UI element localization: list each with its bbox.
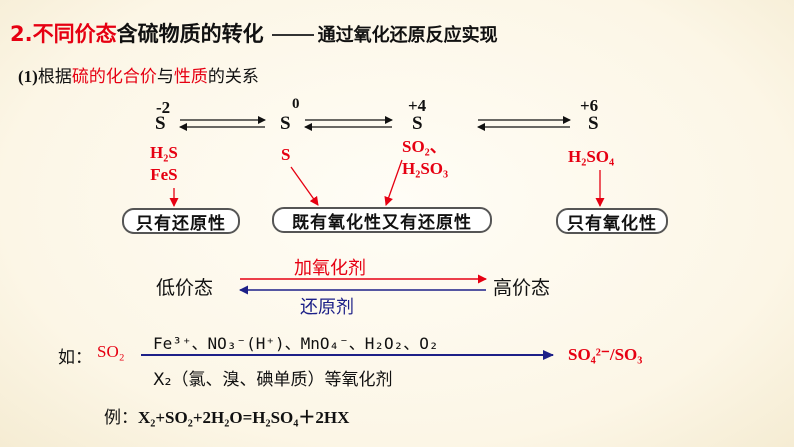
title-main: 含硫物质的转化 [116,22,264,46]
species-h2so3: H₂SO₃ [402,159,449,178]
reductant-label: 还原剂 [300,297,354,318]
species-minus-2: H₂S FeS [150,142,178,186]
section-highlight-property: 性质 [173,67,208,87]
property-box-reducing: 只有还原性 [122,208,240,234]
pointer-both-from-so2 [384,159,403,206]
property-box-both: 既有氧化性又有还原性 [272,207,492,233]
equation-example: 例：X₂+SO₂+2H₂O=H₂SO₄＋2HX [104,403,349,428]
valence-zero: 0 [292,96,300,112]
pointer-both-from-s [290,166,319,206]
species-so2: SO₂、 [402,137,447,156]
title-subtitle: 通过氧化还原反应实现 [317,25,498,46]
example-prefix: 如： [58,348,92,368]
section-text-3: 的关系 [207,67,259,87]
section-text-1: 根据 [37,67,72,87]
sulfur-symbol-plus-4: S [412,113,423,134]
valence-plus-6: +6 [580,96,599,115]
product-sulfate: SO₄²⁻/SO₃ [568,345,643,364]
slide-title: 2.不同价态含硫物质的转化 通过氧化还原反应实现 [10,18,498,48]
species-plus-4: SO₂、 H₂SO₃ [402,136,448,180]
sulfur-symbol-plus-6: S [588,113,599,134]
sulfur-symbol-zero: S [280,113,291,134]
title-number: 2. [10,22,33,46]
section-number: (1) [18,67,38,86]
species-zero: S [281,144,290,166]
equilibrium-arrow-2 [304,116,393,131]
species-h2so4: H₂SO₄ [568,147,615,166]
equation-label: 例： [104,408,138,428]
section-text-2: 与 [156,67,174,87]
reactant-so2: SO₂ [97,342,125,361]
equilibrium-arrow-1 [179,116,266,131]
low-valence-label: 低价态 [156,277,214,299]
equilibrium-arrow-3 [477,116,571,131]
high-valence-label: 高价态 [493,277,551,299]
species-plus-6: H₂SO₄ [568,146,614,168]
title-highlight: 不同价态 [32,22,117,46]
species-s: S [281,145,291,164]
species-h2s: H₂S [150,143,178,162]
section-heading: (1)根据硫的化合价与性质的关系 [18,62,259,87]
equation-formula: X₂+SO₂+2H₂O=H₂SO₄＋2HX [138,408,350,427]
halogen-oxidants: X₂（氯、溴、碘单质）等氧化剂 [153,370,393,390]
valence-plus-4: +4 [408,96,427,115]
valence-minus-2: -2 [156,98,171,117]
title-dash [271,34,314,36]
oxidants-list: Fe³⁺、NO₃⁻(H⁺)、MnO₄⁻、H₂O₂、O₂ [153,334,439,353]
property-box-oxidizing: 只有氧化性 [556,208,668,234]
oxidant-label: 加氧化剂 [294,258,366,279]
sulfur-symbol-minus-2: S [155,113,166,134]
species-fes: FeS [150,165,178,184]
section-highlight-valence: 硫的化合价 [71,67,157,87]
